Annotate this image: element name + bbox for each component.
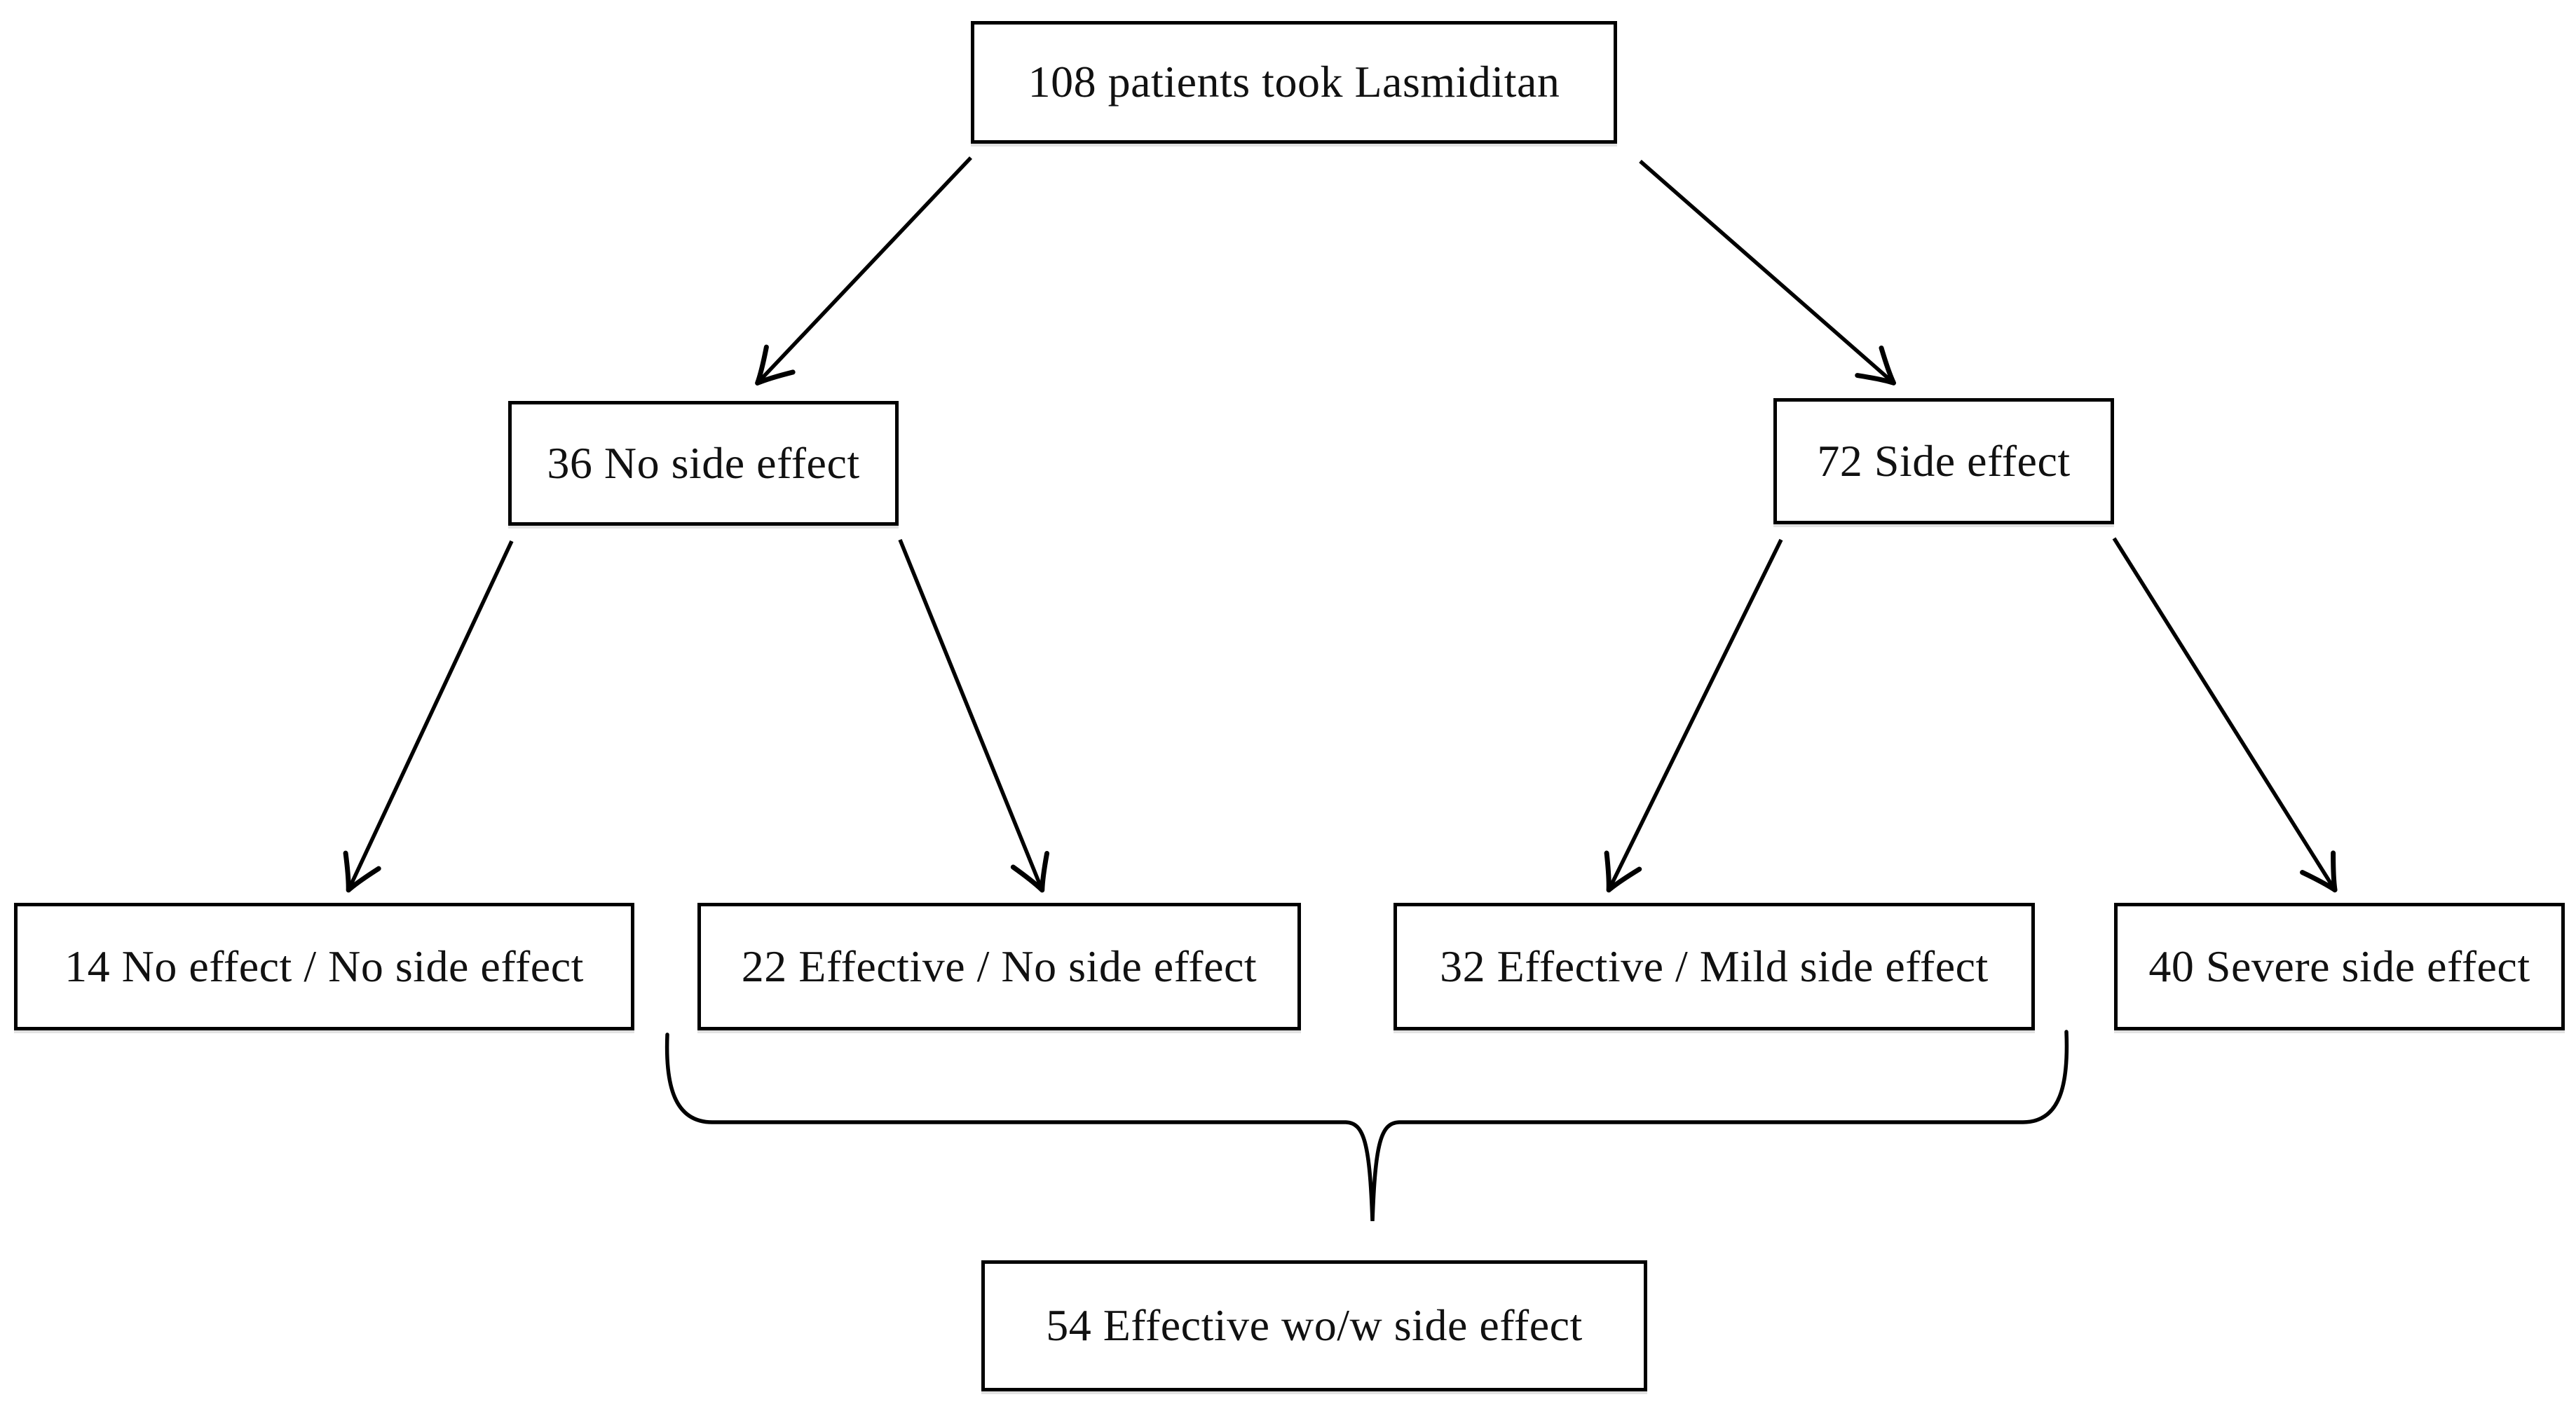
node-effective-mild-side-effect: 32 Effective / Mild side effect	[1393, 903, 2035, 1030]
node-effective-mild-side-effect-label: 32 Effective / Mild side effect	[1440, 941, 1989, 991]
arrow-side-effect-to-effective-mild-side-effect	[1604, 538, 1783, 893]
node-no-effect-no-side-effect-label: 14 No effect / No side effect	[64, 941, 584, 991]
node-side-effect: 72 Side effect	[1773, 398, 2114, 524]
node-effective-total-label: 54 Effective wo/w side effect	[1046, 1300, 1583, 1351]
node-severe-side-effect-label: 40 Severe side effect	[2148, 941, 2530, 991]
node-effective-no-side-effect-label: 22 Effective / No side effect	[741, 941, 1258, 991]
node-severe-side-effect: 40 Severe side effect	[2114, 903, 2565, 1030]
arrow-no-side-effect-to-effective-no-side-effect	[898, 538, 1050, 893]
node-no-side-effect: 36 No side effect	[508, 401, 899, 526]
node-no-side-effect-label: 36 No side effect	[547, 437, 860, 488]
arrow-total-to-side-effect	[1639, 159, 1897, 386]
arrow-no-side-effect-to-no-effect-no-side-effect	[343, 540, 514, 893]
node-effective-total: 54 Effective wo/w side effect	[981, 1260, 1647, 1391]
arrow-side-effect-to-severe-side-effect	[2112, 537, 2338, 893]
node-total-patients: 108 patients took Lasmiditan	[971, 21, 1617, 144]
node-total-patients-label: 108 patients took Lasmiditan	[1028, 57, 1560, 107]
arrow-total-to-no-side-effect	[755, 156, 972, 386]
node-side-effect-label: 72 Side effect	[1817, 435, 2071, 486]
grouping-brace	[665, 1030, 2069, 1222]
node-no-effect-no-side-effect: 14 No effect / No side effect	[14, 903, 634, 1030]
node-effective-no-side-effect: 22 Effective / No side effect	[697, 903, 1301, 1030]
